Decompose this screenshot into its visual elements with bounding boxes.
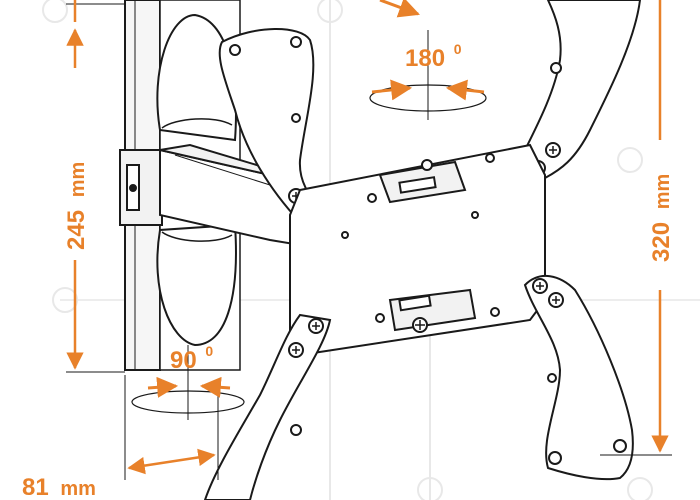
- swivel-unit: 0: [454, 41, 462, 57]
- vesa-arm-upper-left: [218, 28, 327, 224]
- depth-value: 81: [22, 474, 49, 500]
- tilt-indicator: 90 0: [131, 343, 245, 420]
- svg-text:90 0: 90 0: [170, 343, 213, 374]
- dimension-320mm: 320 mm: [600, 0, 675, 456]
- svg-text:81 mm: 81 mm: [22, 474, 96, 500]
- swivel-value: 180: [405, 45, 445, 72]
- depth-unit: mm: [60, 478, 96, 500]
- svg-text:245 mm: 245 mm: [63, 162, 90, 250]
- dimension-245mm: 245 mm: [63, 0, 125, 373]
- dimension-81mm: 81 mm: [22, 375, 219, 500]
- height-mount-unit: mm: [67, 162, 89, 198]
- tilt-value: 90: [170, 347, 197, 374]
- svg-text:180 0: 180 0: [405, 41, 462, 72]
- tilt-unit: 0: [205, 343, 213, 359]
- vesa-arm-lower-left: [203, 313, 332, 500]
- swivel-indicator: 180 0: [369, 0, 487, 120]
- height-plate-unit: mm: [652, 174, 674, 210]
- svg-text:320 mm: 320 mm: [648, 174, 675, 262]
- height-plate-value: 320: [648, 222, 675, 262]
- vesa-arm-lower-right: [523, 275, 634, 481]
- height-mount-value: 245: [63, 210, 90, 250]
- center-plate: [289, 143, 546, 357]
